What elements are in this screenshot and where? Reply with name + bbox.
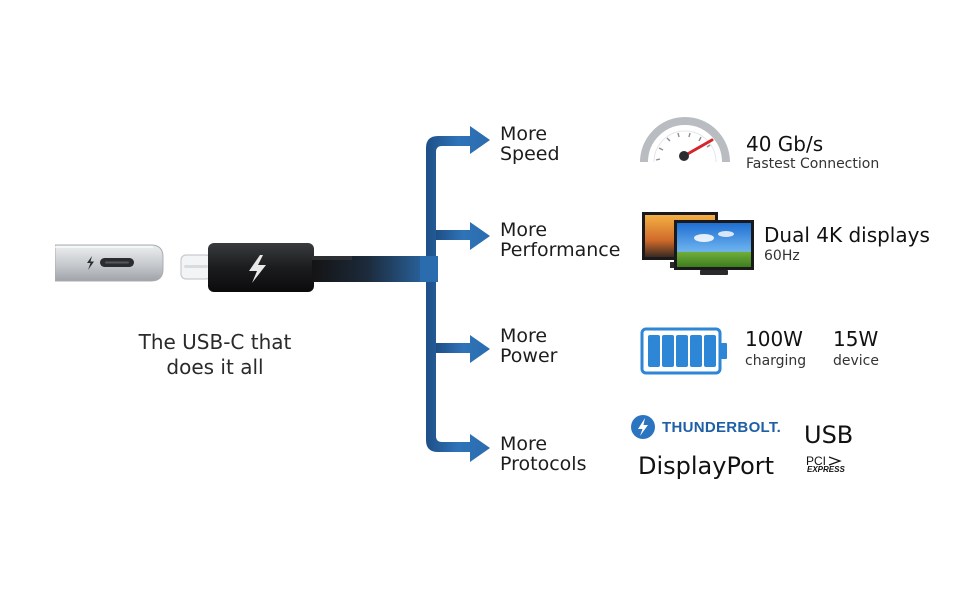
branch-speed-line2: Speed [500,143,560,165]
arrow-power [436,335,490,363]
thunderbolt-wordmark: THUNDERBOLT. [662,418,782,436]
speed-subtitle: Fastest Connection [746,156,880,172]
charging-label: charging [745,353,807,369]
pcie-line2: EXPRESS [807,465,845,474]
displayport-label: DisplayPort [638,452,775,480]
performance-subtitle: 60Hz [764,248,800,264]
performance-value: Dual 4K displays [764,223,930,247]
thunderbolt-connector [208,243,314,292]
branch-protocols-line2: Protocols [500,453,587,475]
branch-arrows [420,126,490,462]
branch-speed-line1: More [500,123,548,145]
cable [312,256,434,282]
usb-label: USB [804,421,854,449]
tagline-line2: does it all [166,355,264,379]
device-value: 15W [833,327,879,351]
dual-monitor-icon [642,212,754,275]
branch-protocols-line1: More [500,433,548,455]
pci-express-logo: PCI EXPRESS [806,454,866,478]
usb-c-plug-tip [180,254,212,280]
pcie-chevron-icon [828,456,842,466]
battery-icon [640,327,727,375]
tagline: The USB-C that does it all [110,330,320,380]
speedometer-icon [640,117,730,163]
branch-label-speed: More Speed [500,124,560,164]
speed-value: 40 Gb/s [746,132,824,156]
charging-value: 100W [745,327,803,351]
arrow-performance [436,222,490,250]
thunderbolt-logo: THUNDERBOLT. [630,414,781,440]
branch-performance-line2: Performance [500,239,621,261]
branch-label-protocols: More Protocols [500,434,586,474]
tagline-line1: The USB-C that [138,330,292,354]
thunderbolt-icon [631,415,655,439]
branch-power-line2: Power [500,345,558,367]
pcie-line1: PCI [806,454,827,468]
branch-power-line1: More [500,325,548,347]
laptop-icon [55,244,164,282]
device-label: device [833,353,879,369]
branch-label-power: More Power [500,326,557,366]
branch-performance-line1: More [500,219,548,241]
branch-label-performance: More Performance [500,220,620,260]
